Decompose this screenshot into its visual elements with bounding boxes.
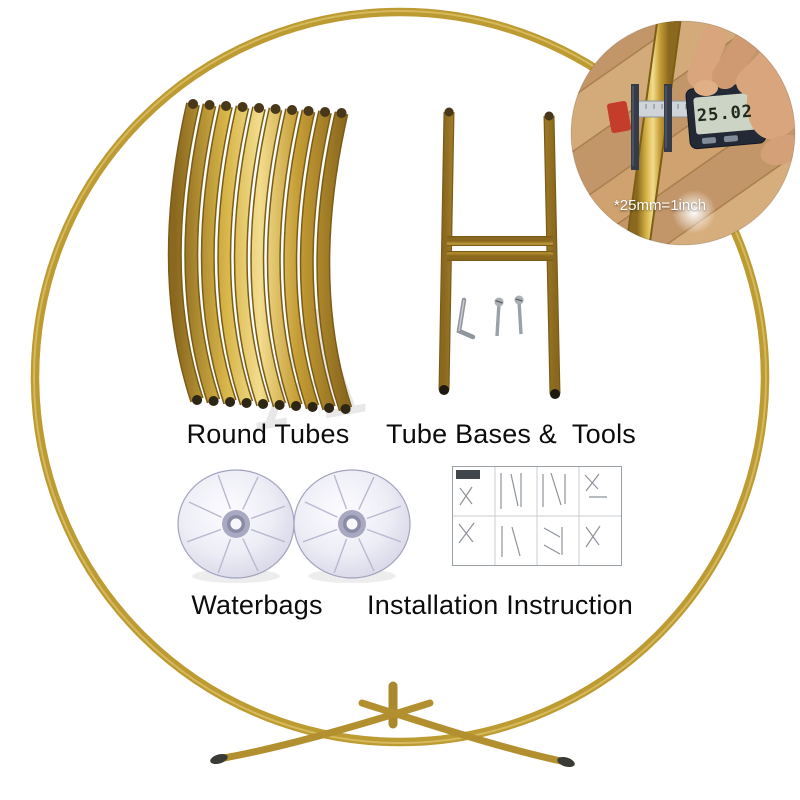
- tools-image: [456, 295, 524, 340]
- tube-top-caps: [188, 99, 347, 118]
- light-flare: [672, 190, 716, 234]
- caliper-red-grip: [607, 100, 631, 134]
- arch-leg-right: [358, 699, 565, 765]
- caliper-jaw: [664, 84, 672, 152]
- round-tubes-label: Round Tubes: [186, 419, 350, 449]
- caliper-reading: 25.02: [696, 101, 754, 126]
- arch-foot-left: [210, 754, 228, 764]
- tube-bases-label: Tube Bases & Tools: [386, 419, 636, 449]
- inset-note: *25mm=1inch: [613, 197, 707, 214]
- caliper-display: [685, 82, 767, 150]
- arch-foot-right: [557, 757, 575, 767]
- instruction-diagrams: [458, 472, 607, 557]
- round-arch-frame: [30, 7, 770, 767]
- caliper-jaw: [631, 84, 639, 170]
- tube-bottom-caps: [192, 395, 351, 414]
- caliper: [607, 82, 794, 170]
- instruction-sheet: [452, 466, 622, 566]
- waterbag-right: [293, 469, 411, 584]
- caliper-inset: [570, 20, 796, 246]
- arch-leg-left: [220, 699, 434, 762]
- base-rubber-feet: [439, 385, 561, 399]
- instruction-title-chip: [456, 470, 480, 479]
- screw: [514, 295, 524, 335]
- waterbag-left: [177, 469, 295, 584]
- round-tubes-image: [167, 99, 353, 414]
- installation-label: Installation Instruction: [367, 590, 633, 620]
- tube-base-image: [438, 107, 561, 399]
- lcd-screen: [693, 92, 758, 135]
- screw: [494, 297, 504, 337]
- waterbags-label: Waterbags: [191, 590, 323, 620]
